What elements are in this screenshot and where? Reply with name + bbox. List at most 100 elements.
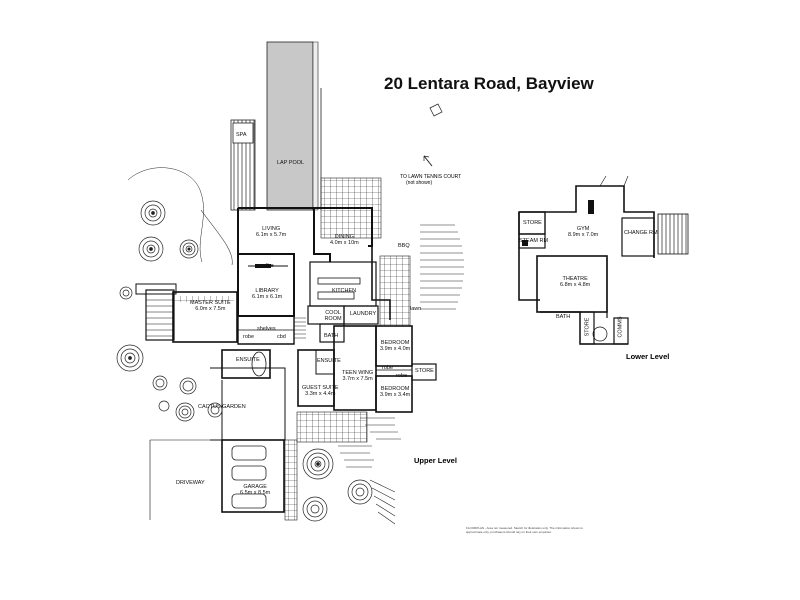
room-label-cactus-garden: CACTUS GARDEN bbox=[198, 404, 246, 410]
room-dimensions: 6.1m x 6.1m bbox=[252, 294, 283, 300]
room-label-laundry: LAUNDRY bbox=[350, 311, 376, 317]
room-name: STORE bbox=[523, 220, 542, 226]
room-name: DRIVEWAY bbox=[176, 480, 205, 486]
room-name: GARAGE bbox=[243, 484, 267, 490]
room-name: DINING bbox=[334, 234, 354, 240]
room-label-steam-room: STEAM RM bbox=[519, 238, 548, 244]
garage-cars bbox=[231, 445, 267, 509]
room-dimensions: 3.7m x 7.5m bbox=[342, 376, 373, 382]
room-name: LAUNDRY bbox=[350, 311, 377, 317]
room-label-library: LIBRARY 6.1m x 6.1m bbox=[252, 288, 282, 300]
room-name: GUEST SUITE bbox=[302, 385, 339, 391]
room-label-fire: fire bbox=[266, 263, 274, 269]
room-label-store-lower: STORE bbox=[523, 220, 542, 226]
upper-level-walls bbox=[135, 207, 437, 520]
room-name: SPA bbox=[236, 132, 247, 138]
lower-level-walls bbox=[518, 175, 689, 345]
room-label-ensuite-guest: ENSUITE bbox=[317, 358, 341, 364]
room-label-change-room: CHANGE RM bbox=[624, 230, 658, 236]
room-label-teen-wing: TEEN WING 3.7m x 7.5m bbox=[342, 370, 373, 382]
room-label-store-lower-2: STORE bbox=[584, 318, 590, 337]
tennis-court-note-line2: (not shown) bbox=[406, 180, 433, 186]
lower-level-label: Lower Level bbox=[626, 352, 670, 361]
room-label-bath-lower: BATH bbox=[556, 314, 570, 320]
room-name: BBQ bbox=[398, 243, 410, 249]
room-label-comms: COMMS bbox=[618, 316, 624, 337]
room-dimensions: 6.0m x 7.5m bbox=[195, 306, 226, 312]
room-label-dining: DINING 4.0m x 10m bbox=[330, 234, 359, 246]
tennis-court-note-sub: (not shown) bbox=[406, 180, 432, 186]
room-name: THEATRE bbox=[562, 276, 588, 282]
room-dimensions: 6.1m x 5.7m bbox=[256, 232, 287, 238]
room-label-guest-suite: GUEST SUITE 3.3m x 4.4m bbox=[302, 385, 339, 397]
room-name: STORE bbox=[584, 317, 591, 337]
room-label-cool-room: COOL ROOM bbox=[320, 310, 346, 322]
room-name: STEAM RM bbox=[519, 238, 549, 244]
room-name: BATH bbox=[556, 314, 571, 320]
room-name: CHANGE RM bbox=[624, 230, 658, 236]
room-label-cbd: cbd bbox=[277, 334, 286, 340]
room-dimensions: 3.9m x 3.4m bbox=[380, 392, 411, 398]
room-dimensions: 6.8m x 4.8m bbox=[560, 282, 591, 288]
lap-pool-area bbox=[200, 41, 322, 266]
steps bbox=[294, 224, 464, 525]
room-label-gym: GYM 8.9m x 7.0m bbox=[568, 226, 598, 238]
room-label-master-suite: MASTER SUITE 6.0m x 7.5m bbox=[190, 300, 231, 312]
room-name: GYM bbox=[576, 226, 590, 232]
room-label-robe-c: robe bbox=[243, 334, 254, 340]
paving bbox=[174, 177, 411, 521]
upper-level-label: Upper Level bbox=[414, 456, 457, 465]
room-label-garage: GARAGE 6.5m x 8.5m bbox=[240, 484, 270, 496]
room-label-theatre: THEATRE 6.8m x 4.8m bbox=[560, 276, 590, 288]
room-name: ENSUITE bbox=[317, 358, 341, 364]
property-title: 20 Lentara Road, Bayview bbox=[384, 74, 594, 93]
room-name: MASTER SUITE bbox=[190, 300, 231, 306]
room-name: COOL ROOM bbox=[324, 310, 342, 322]
room-name: fire bbox=[266, 263, 274, 269]
room-dimensions: 3.9m x 4.0m bbox=[380, 346, 411, 352]
room-name: LIBRARY bbox=[255, 288, 279, 294]
room-label-bbq: BBQ bbox=[398, 243, 410, 249]
tennis-court-note-line1: TO LAWN TENNIS COURT bbox=[400, 174, 462, 180]
room-label-ensuite-master: ENSUITE bbox=[236, 357, 260, 363]
room-dimensions: 6.5m x 8.5m bbox=[240, 490, 271, 496]
room-name: LIVING bbox=[262, 226, 281, 232]
room-label-spa: SPA bbox=[236, 132, 247, 138]
room-name: robe bbox=[382, 365, 394, 371]
room-name: shelves bbox=[257, 326, 276, 332]
room-label-lawn: lawn bbox=[410, 306, 421, 312]
room-name: BEDROOM bbox=[380, 340, 410, 346]
room-name: TEEN WING bbox=[342, 370, 374, 376]
north-arrow bbox=[423, 103, 443, 167]
room-name: cbd bbox=[277, 334, 286, 340]
room-name: COMMS bbox=[617, 316, 624, 338]
room-name: BEDROOM bbox=[380, 386, 410, 392]
room-label-robe-a: robe bbox=[382, 365, 393, 371]
room-label-shelves: shelves bbox=[257, 326, 276, 332]
room-label-living: LIVING 6.1m x 5.7m bbox=[256, 226, 286, 238]
garden-trees bbox=[116, 167, 373, 522]
room-dimensions: 4.0m x 10m bbox=[330, 240, 359, 246]
room-label-store-upper: STORE bbox=[415, 368, 434, 374]
room-label-bath-upper: BATH bbox=[324, 333, 338, 339]
room-name: STORE bbox=[415, 368, 434, 374]
room-label-robe-b: robe bbox=[396, 373, 407, 379]
room-dimensions: 3.3m x 4.4m bbox=[305, 391, 336, 397]
room-name: KITCHEN bbox=[332, 288, 357, 294]
tennis-court-note: TO LAWN TENNIS COURT bbox=[400, 174, 461, 180]
room-label-driveway: DRIVEWAY bbox=[176, 480, 205, 486]
legal-disclaimer: FLOORPLAN - Area not measured. Sketch fo… bbox=[466, 526, 583, 534]
room-name: robe bbox=[243, 334, 255, 340]
room-name: ENSUITE bbox=[236, 357, 260, 363]
room-name: robe bbox=[396, 373, 408, 379]
room-name: BATH bbox=[324, 333, 339, 339]
room-name: CACTUS GARDEN bbox=[198, 404, 246, 410]
room-name: LAP POOL bbox=[277, 160, 305, 166]
room-label-bedroom-2: BEDROOM 3.9m x 3.4m bbox=[380, 386, 410, 398]
room-dimensions: 8.9m x 7.0m bbox=[568, 232, 599, 238]
room-label-lap-pool: LAP POOL bbox=[277, 160, 304, 166]
room-label-kitchen: KITCHEN bbox=[332, 288, 356, 294]
room-label-bedroom-1: BEDROOM 3.9m x 4.0m bbox=[380, 340, 410, 352]
